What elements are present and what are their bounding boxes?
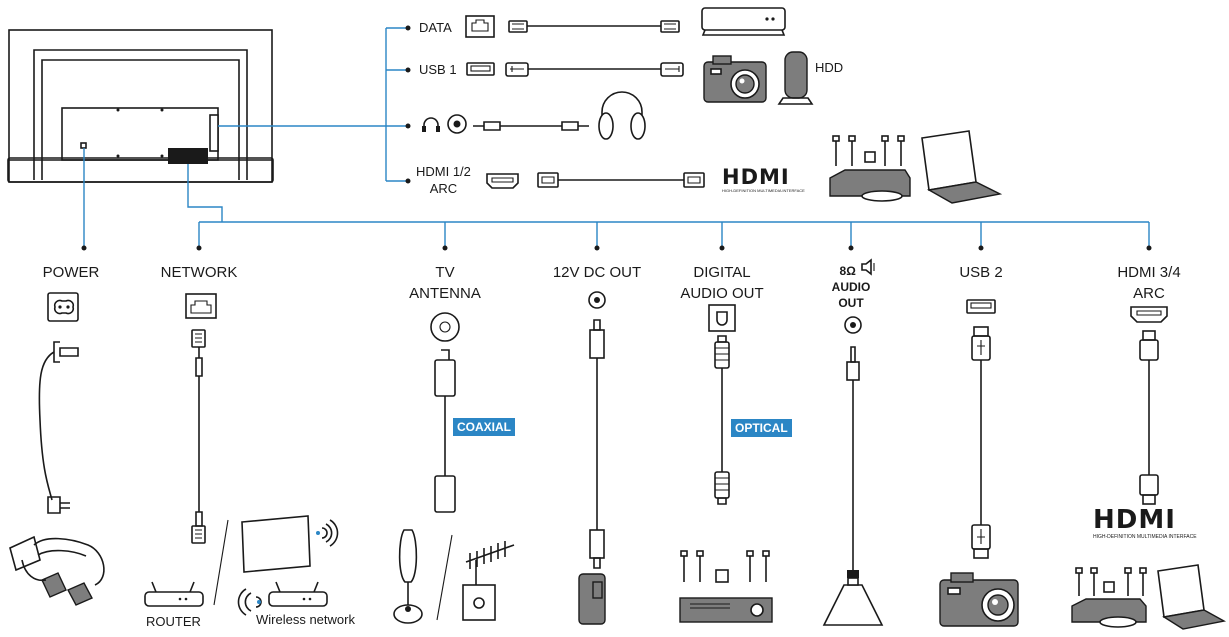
hdmi12-label: HDMI 1/2 ARC (416, 164, 471, 196)
headphones-icon (598, 91, 646, 140)
hdmi-logo-top: HDMI (722, 165, 790, 189)
divider (436, 534, 453, 621)
digital-audio-label: DIGITAL AUDIO OUT (680, 264, 764, 302)
data-label: DATA (419, 20, 452, 35)
coaxial-cable-icon (434, 349, 456, 513)
router-icon (144, 581, 204, 607)
ethernet-cable-icon (508, 20, 680, 33)
power-socket-icon (47, 292, 79, 322)
optical-tag: OPTICAL (731, 419, 792, 437)
connection-lines (83, 27, 1150, 248)
hdmi-tagline-bottom: HIGH-DEFINITION MULTIMEDIA INTERFACE (1093, 534, 1197, 540)
power-label: POWER (42, 264, 100, 281)
tv-back-panel (7, 29, 274, 183)
usb2-camera-icon (939, 572, 1019, 627)
dc-device-icon (578, 573, 606, 625)
laptop-icon (921, 130, 1003, 204)
usb2-cable-icon (971, 326, 991, 559)
hdmi-cable-icon (537, 172, 705, 188)
optical-port-icon (708, 304, 736, 332)
usb-port-icon (466, 62, 495, 76)
tv-screen-icon (241, 515, 311, 573)
wifi-icon-left (237, 588, 262, 616)
wifi-icon-right (316, 519, 339, 547)
wireless-router-icon (268, 581, 328, 607)
wireless-label: Wireless network (256, 612, 355, 627)
hdd-icon (777, 51, 814, 105)
hdmi34-cable-icon (1139, 330, 1159, 505)
indoor-antenna-icon (393, 529, 423, 624)
outdoor-antenna-icon (462, 541, 515, 621)
set-top-box-icon (701, 7, 786, 36)
divider (213, 519, 229, 606)
speaker-icon (861, 258, 875, 276)
network-cable-icon (191, 329, 206, 544)
dc-port-icon (588, 291, 606, 309)
power-cable-icon (38, 341, 79, 514)
home-theater-icon-bottom (1071, 567, 1147, 628)
audio-cable-icon (846, 346, 860, 578)
antenna-port-icon (430, 312, 460, 342)
dc-out-label: 12V DC OUT (552, 264, 642, 281)
hdmi-tagline-top: HIGH-DEFINITION MULTIMEDIA INTERFACE (722, 188, 805, 193)
hdmi-port-icon (486, 173, 519, 189)
usb1-label: USB 1 (419, 62, 457, 77)
hdmi34-port-icon (1130, 306, 1168, 323)
camera-icon (703, 55, 767, 103)
power-plug-socket-icon (9, 535, 105, 606)
router-label: ROUTER (146, 614, 201, 629)
audio-jack-port-icon (844, 316, 862, 334)
headphone-jack-icon (422, 114, 467, 134)
hdmi-logo-bottom: HDMI (1093, 505, 1176, 535)
coaxial-tag: COAXIAL (453, 418, 515, 436)
audio-out-label: 8Ω AUDIO OUT (831, 264, 871, 310)
headphone-cable-icon (473, 121, 589, 131)
connection-dots (81, 25, 1152, 251)
sound-system-icon (679, 550, 773, 623)
network-port-icon (185, 293, 217, 319)
usb2-port-icon (966, 299, 996, 314)
dc-cable-icon (589, 319, 605, 569)
usb2-label: USB 2 (959, 264, 1003, 281)
laptop-icon-bottom (1157, 564, 1227, 630)
hdd-label: HDD (815, 60, 844, 75)
network-label: NETWORK (160, 264, 238, 281)
optical-cable-icon (714, 335, 730, 505)
tv-antenna-label: TV ANTENNA (409, 264, 481, 302)
ethernet-port-icon (465, 15, 495, 38)
home-theater-icon (829, 135, 911, 202)
usb-cable-icon (505, 62, 684, 77)
floor-lamp-speaker-icon (822, 577, 884, 626)
hdmi34-label: HDMI 3/4 ARC (1117, 264, 1181, 302)
